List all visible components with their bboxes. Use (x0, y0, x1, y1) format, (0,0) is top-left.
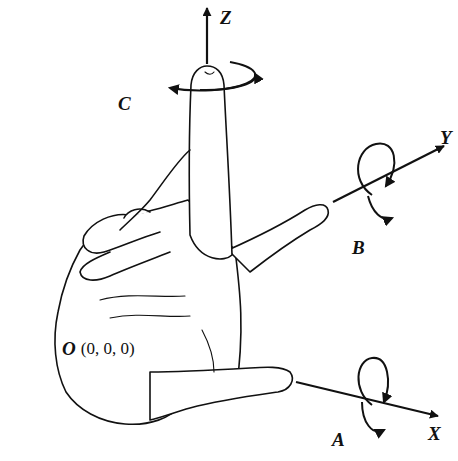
rotation-label: C (118, 94, 131, 113)
axis-label: Z (220, 8, 232, 27)
rotation-label: B (352, 238, 365, 257)
axis-label: Y (440, 128, 452, 147)
origin-coordinates: (0, 0, 0) (81, 340, 135, 357)
axis-label: X (428, 424, 441, 443)
origin-label: O (62, 339, 76, 358)
rotation-label: A (332, 430, 345, 449)
